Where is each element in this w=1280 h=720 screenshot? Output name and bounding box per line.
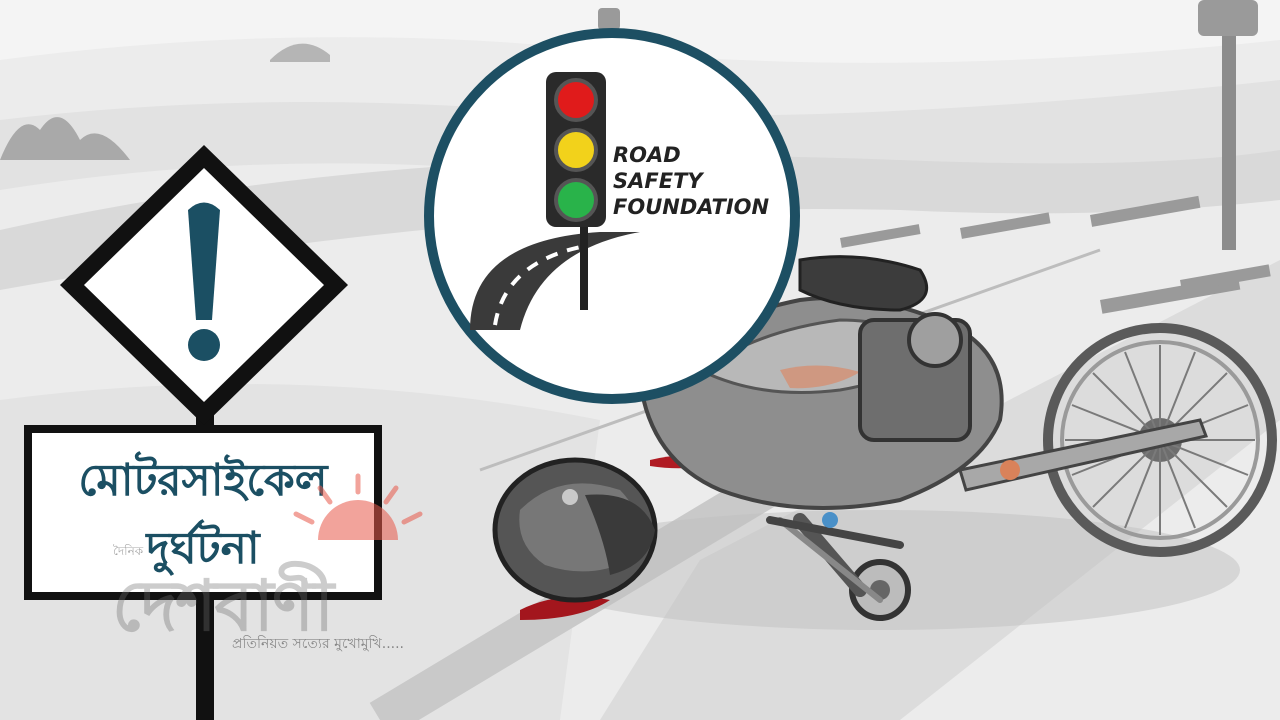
traffic-light-icon	[546, 72, 606, 310]
logo-line-foundation: FOUNDATION	[613, 195, 770, 219]
watermark-prefix: দৈনিক	[113, 544, 144, 558]
logo-line-safety: SAFETY	[613, 169, 703, 193]
watermark-brand: দেশবাণী	[112, 565, 334, 647]
accident-sign-panel: মোটরসাইকেল দুর্ঘটনা	[24, 425, 382, 600]
watermark-tagline: প্রতিনিয়ত সত্যের মুখোমুখি.....	[232, 636, 404, 652]
sign-post	[196, 600, 214, 720]
sign-text-line2: দুর্ঘটনা	[146, 523, 260, 574]
logo-wordmark: ROAD SAFETY FOUNDATION	[613, 142, 783, 220]
sign-text-line1: মোটরসাইকেল	[78, 455, 328, 506]
exclamation-icon	[188, 202, 220, 361]
warning-sign	[60, 145, 348, 720]
logo-line-road: ROAD	[613, 143, 681, 167]
helmet	[492, 457, 658, 603]
